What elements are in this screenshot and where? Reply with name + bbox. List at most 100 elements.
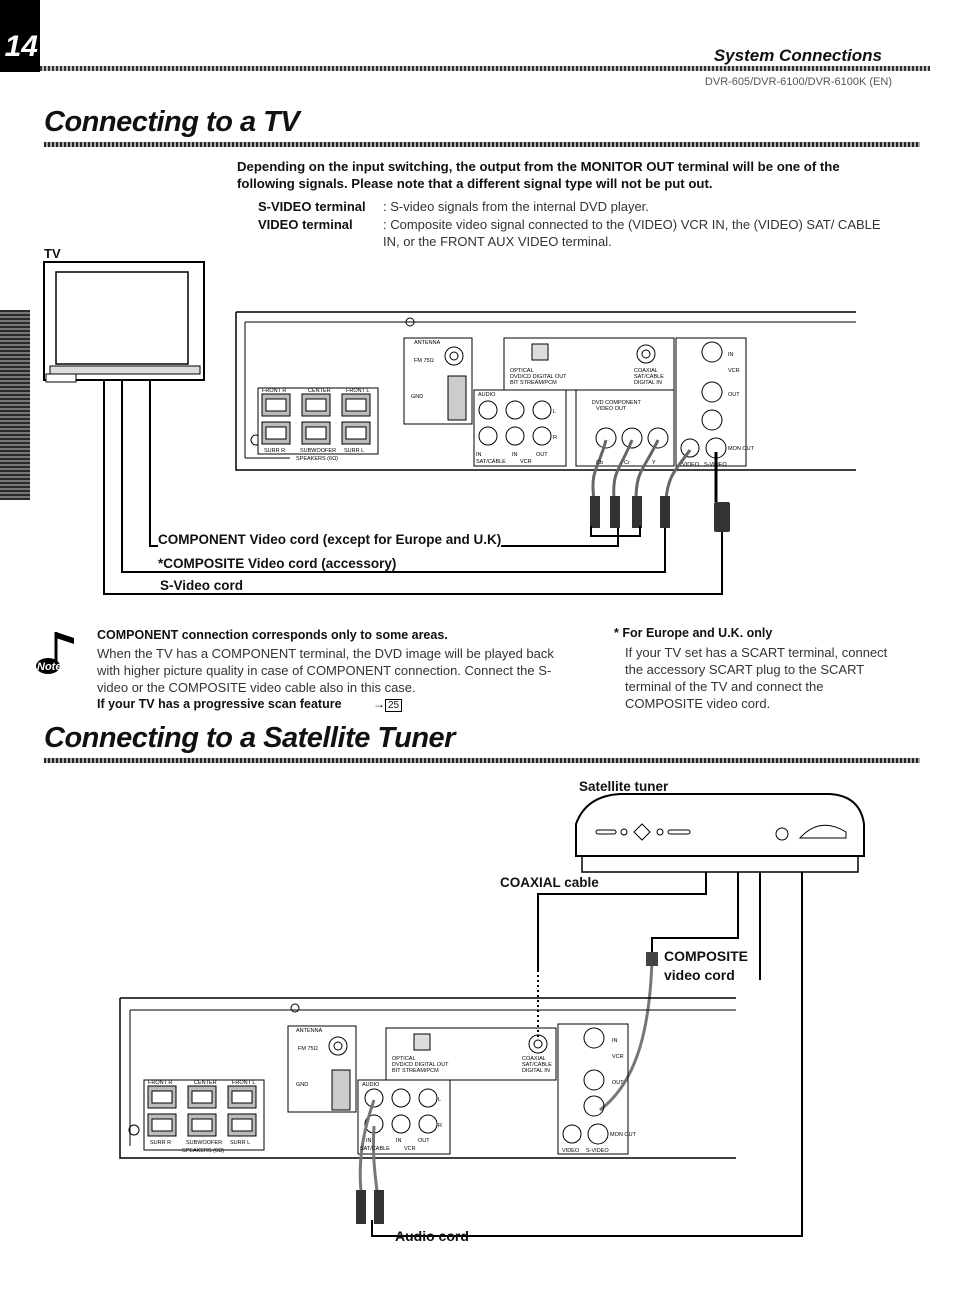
audio-cord-label: Audio cord — [395, 1228, 469, 1244]
svg-text:L: L — [438, 1097, 441, 1103]
section-rule — [44, 142, 920, 147]
section-rule-2 — [44, 758, 920, 763]
progressive-note: If your TV has a progressive scan featur… — [97, 697, 342, 711]
svg-text:VCR: VCR — [728, 368, 740, 374]
running-header: System Connections — [713, 46, 882, 65]
svg-text:SURR R: SURR R — [264, 448, 285, 454]
svg-text:Note: Note — [37, 661, 61, 673]
svg-text:VCR: VCR — [520, 459, 532, 465]
svg-text:DVD COMPONENT: DVD COMPONENT — [592, 400, 642, 406]
svg-text:FM 75Ω: FM 75Ω — [414, 358, 434, 364]
svg-text:GND: GND — [296, 1082, 308, 1088]
svg-text:IN: IN — [512, 452, 518, 458]
svg-text:SUBWOOFER: SUBWOOFER — [300, 448, 336, 454]
svg-text:IN: IN — [728, 352, 734, 358]
svg-text:IN: IN — [612, 1038, 618, 1044]
page-ref: →25 — [373, 697, 403, 712]
svg-text:OPTICAL: OPTICAL — [510, 368, 534, 374]
svg-text:VCR: VCR — [404, 1146, 416, 1152]
side-tab — [0, 310, 30, 500]
svg-text:S-VIDEO: S-VIDEO — [704, 462, 727, 468]
svideo-cord-label: S-Video cord — [160, 578, 244, 593]
satellite-tuner-label: Satellite tuner — [579, 779, 669, 794]
europe-body: If your TV set has a SCART terminal, con… — [625, 645, 888, 711]
composite-cord-label: *COMPOSITE Video cord (accessory) — [158, 556, 397, 571]
page-number: 14 — [0, 0, 40, 72]
svg-text:COAXIAL: COAXIAL — [634, 368, 658, 374]
header-rule — [40, 66, 930, 71]
coaxial-cable-label: COAXIAL cable — [500, 875, 599, 890]
svg-text:SPEAKERS (6Ω): SPEAKERS (6Ω) — [296, 456, 338, 462]
component-cord-label: COMPONENT Video cord (except for Europe … — [158, 532, 502, 547]
composite-label: COMPOSITE — [664, 948, 749, 964]
svg-text:SURR L: SURR L — [344, 448, 364, 454]
svg-text:SAT/CABLE: SAT/CABLE — [476, 459, 506, 465]
svg-text:MON OUT: MON OUT — [610, 1132, 637, 1138]
note-body: When the TV has a COMPONENT terminal, th… — [97, 646, 554, 695]
svg-text:AUDIO: AUDIO — [478, 392, 496, 398]
svg-text:SPEAKERS (6Ω): SPEAKERS (6Ω) — [182, 1148, 224, 1154]
svg-text:DVD/CD DIGITAL OUT: DVD/CD DIGITAL OUT — [392, 1062, 449, 1068]
europe-title: * For Europe and U.K. only — [614, 626, 773, 640]
svg-text:DIGITAL IN: DIGITAL IN — [634, 380, 662, 386]
note-icon: Note — [30, 630, 82, 676]
svg-text:MON OUT: MON OUT — [728, 446, 755, 452]
svg-text:FRONT R: FRONT R — [148, 1080, 172, 1086]
svg-text:FRONT L: FRONT L — [232, 1080, 255, 1086]
tv-illustration — [43, 261, 205, 383]
svg-text:VIDEO: VIDEO — [562, 1148, 580, 1154]
svg-text:GND: GND — [411, 394, 423, 400]
receiver-rear-panel-1 — [235, 311, 856, 471]
svg-text:VCR: VCR — [612, 1054, 624, 1060]
svg-text:Cb: Cb — [596, 460, 603, 466]
svg-text:VIDEO: VIDEO — [682, 462, 700, 468]
svg-text:ANTENNA: ANTENNA — [414, 340, 441, 346]
svg-text:Y: Y — [652, 460, 656, 466]
svg-text:SAT/CABLE: SAT/CABLE — [634, 374, 664, 380]
svg-text:R: R — [553, 435, 557, 441]
svideo-desc: : S-video signals from the internal DVD … — [383, 199, 649, 214]
section-title-tv: Connecting to a TV — [44, 106, 300, 138]
svg-text:DIGITAL IN: DIGITAL IN — [522, 1068, 550, 1074]
video-term: VIDEO terminal — [258, 217, 353, 232]
satellite-tuner-illustration — [575, 793, 865, 873]
svg-text:ANTENNA: ANTENNA — [296, 1028, 323, 1034]
svg-text:OUT: OUT — [728, 392, 740, 398]
satellite-connection-diagram: ANTENNA FM 75Ω GND OPTICAL DVD/CD DIGITA… — [119, 793, 865, 1237]
svg-text:AUDIO: AUDIO — [362, 1082, 380, 1088]
svg-text:L: L — [553, 409, 556, 415]
svg-text:IN: IN — [366, 1138, 372, 1144]
svideo-term: S-VIDEO terminal — [258, 199, 366, 214]
svg-text:S-VIDEO: S-VIDEO — [586, 1148, 609, 1154]
svg-text:BIT STREAM/PCM: BIT STREAM/PCM — [510, 380, 557, 386]
svg-text:BIT STREAM/PCM: BIT STREAM/PCM — [392, 1068, 439, 1074]
svg-text:FRONT R: FRONT R — [262, 388, 286, 394]
tv-label: TV — [44, 246, 61, 261]
svg-text:CENTER: CENTER — [308, 388, 331, 394]
note-title: COMPONENT connection corresponds only to… — [97, 628, 448, 642]
svg-text:SUBWOOFER: SUBWOOFER — [186, 1140, 222, 1146]
svg-text:DVD/CD DIGITAL OUT: DVD/CD DIGITAL OUT — [510, 374, 567, 380]
svg-text:IN: IN — [396, 1138, 402, 1144]
svg-text:Cr: Cr — [624, 460, 630, 466]
svg-text:FM 75Ω: FM 75Ω — [298, 1046, 318, 1052]
tv-connection-diagram: ANTENNA FM 75Ω GND OPTICAL DVD/CD DIGITA… — [43, 261, 856, 595]
svg-text:OPTICAL: OPTICAL — [392, 1056, 416, 1062]
svg-text:OUT: OUT — [536, 452, 548, 458]
svg-text:IN: IN — [476, 452, 482, 458]
svg-text:OUT: OUT — [612, 1080, 624, 1086]
svg-text:VIDEO OUT: VIDEO OUT — [596, 406, 627, 412]
svg-text:SURR R: SURR R — [150, 1140, 171, 1146]
svg-text:R: R — [438, 1123, 442, 1129]
svg-text:OUT: OUT — [418, 1138, 430, 1144]
svg-text:SURR L: SURR L — [230, 1140, 250, 1146]
model-number: DVR-605/DVR-6100/DVR-6100K (EN) — [704, 76, 892, 88]
section-title-satellite: Connecting to a Satellite Tuner — [44, 722, 455, 754]
svg-text:SAT/CABLE: SAT/CABLE — [360, 1146, 390, 1152]
svg-text:COAXIAL: COAXIAL — [522, 1056, 546, 1062]
intro-text: Depending on the input switching, the ou… — [237, 159, 840, 191]
svg-text:FRONT L: FRONT L — [346, 388, 369, 394]
video-cord-label: video cord — [664, 967, 735, 983]
video-desc: : Composite video signal connected to th… — [383, 217, 881, 249]
svg-text:SAT/CABLE: SAT/CABLE — [522, 1062, 552, 1068]
